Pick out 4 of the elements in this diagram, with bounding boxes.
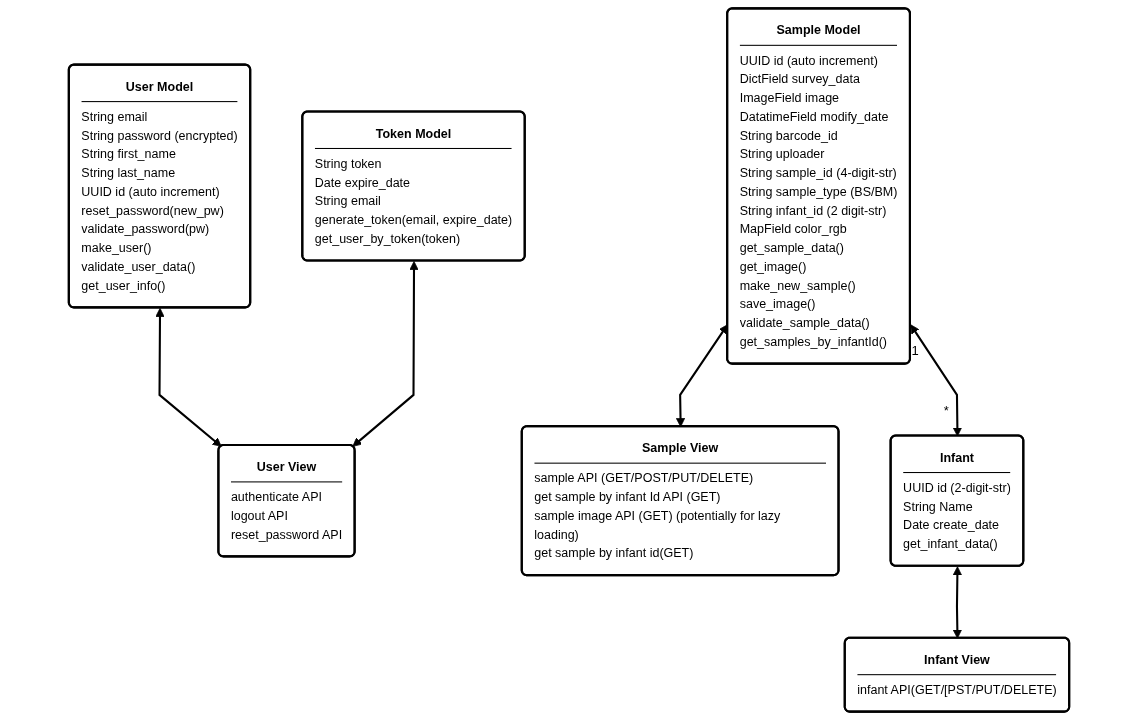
- arrow: [352, 261, 419, 447]
- multiplicity-label: *: [943, 404, 949, 419]
- arrow: [155, 307, 222, 447]
- multiplicity-label: 1: [911, 344, 919, 359]
